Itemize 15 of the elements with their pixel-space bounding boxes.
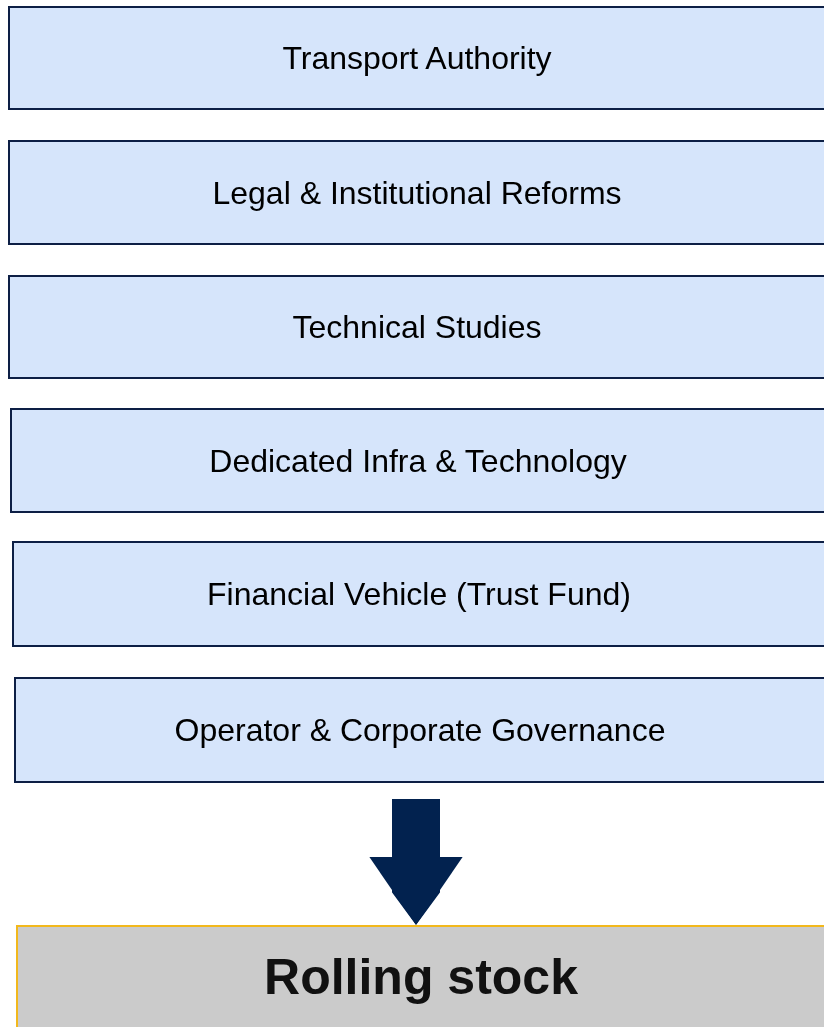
box-label: Technical Studies: [292, 308, 542, 347]
step-box: [10, 408, 824, 513]
box-label: Dedicated Infra & Technology: [209, 441, 627, 481]
step-box: [8, 140, 824, 245]
step-box: [8, 6, 824, 110]
result-box: [16, 925, 824, 1027]
step-box: [14, 677, 824, 783]
box-label: Operator & Corporate Governance: [174, 711, 666, 750]
box-label: Transport Authority: [282, 39, 552, 78]
down-arrow: [368, 799, 464, 925]
box-label: Rolling stock: [264, 947, 578, 1007]
box-label: Legal & Institutional Reforms: [212, 173, 622, 213]
step-box: [8, 275, 824, 379]
box-label: Financial Vehicle (Trust Fund): [207, 575, 631, 614]
step-box: [12, 541, 824, 647]
